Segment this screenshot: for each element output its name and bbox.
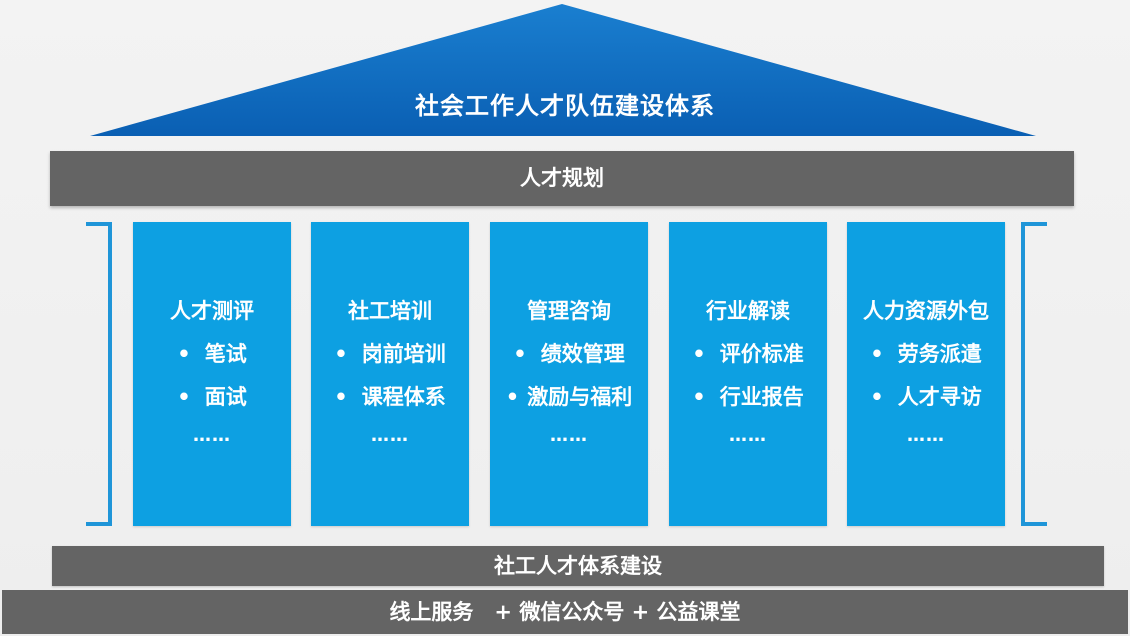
bullet-icon: •	[177, 385, 191, 409]
pillar-item-label: 课程体系	[361, 385, 446, 409]
bullet-icon: •	[870, 385, 884, 409]
right-bracket	[1021, 222, 1047, 526]
pillar-item: • 人才寻访	[847, 382, 1005, 412]
pillar-title: 社工培训	[348, 299, 432, 323]
pillar-item: • 岗前培训	[311, 339, 469, 369]
pillar-item: • 面试	[133, 382, 291, 412]
pillar-hr-outsourcing: 人力资源外包 • 劳务派遣 • 人才寻访 ……	[847, 222, 1005, 526]
pillar-industry-interpretation: 行业解读 • 评价标准 • 行业报告 ……	[669, 222, 827, 526]
pillar-item-label: 劳务派遣	[897, 342, 982, 366]
pillar-ellipsis: ……	[193, 425, 231, 446]
bullet-icon: •	[692, 342, 706, 366]
pillar-ellipsis: ……	[729, 425, 767, 446]
pillar-item-label: 笔试	[204, 342, 247, 366]
pillar-item-label: 人才寻访	[897, 385, 982, 409]
pillar-title: 管理咨询	[527, 299, 611, 323]
bullet-icon: •	[177, 342, 191, 366]
pillar-item: • 笔试	[133, 339, 291, 369]
pillar-item-label: 绩效管理	[540, 342, 625, 366]
talent-planning-band: 人才规划	[50, 151, 1074, 206]
pillar-item-label: 激励与福利	[527, 385, 633, 409]
pillar-ellipsis: ……	[550, 425, 588, 446]
pillar-social-work-training: 社工培训 • 岗前培训 • 课程体系 ……	[311, 222, 469, 526]
pillar-title: 人力资源外包	[863, 299, 989, 323]
pillar-item-label: 评价标准	[719, 342, 804, 366]
roof-triangle	[90, 4, 1036, 136]
pillar-ellipsis: ……	[907, 425, 945, 446]
roof-title: 社会工作人才队伍建设体系	[415, 92, 715, 120]
pillar-title: 行业解读	[706, 299, 790, 323]
pillar-item: • 绩效管理	[490, 339, 648, 369]
pillar-item: • 劳务派遣	[847, 339, 1005, 369]
pillar-item: • 课程体系	[311, 382, 469, 412]
pillar-item-label: 岗前培训	[361, 342, 446, 366]
pillar-management-consulting: 管理咨询 •绩效管理 •激励与福利 ……	[490, 222, 648, 526]
bullet-icon: •	[505, 385, 520, 409]
pillar-item-label: 行业报告	[719, 385, 804, 409]
bullet-icon: •	[513, 342, 527, 366]
talent-system-building-band: 社工人才体系建设	[52, 546, 1104, 586]
bullet-icon: •	[334, 385, 348, 409]
pillar-talent-assessment: 人才测评 • 笔试 • 面试 ……	[133, 222, 291, 526]
bullet-icon: •	[334, 342, 348, 366]
bullet-icon: •	[870, 342, 884, 366]
pillar-title: 人才测评	[170, 299, 254, 323]
pillar-item: • 激励与福利	[490, 382, 648, 412]
pillar-ellipsis: ……	[371, 425, 409, 446]
left-bracket	[86, 222, 112, 526]
bullet-icon: •	[692, 385, 706, 409]
pillar-item-label: 面试	[204, 385, 247, 409]
pillar-item: • 行业报告	[669, 382, 827, 412]
pillar-item: • 评价标准	[669, 339, 827, 369]
online-services-band: 线上服务 + 微信公众号 + 公益课堂	[2, 590, 1128, 634]
